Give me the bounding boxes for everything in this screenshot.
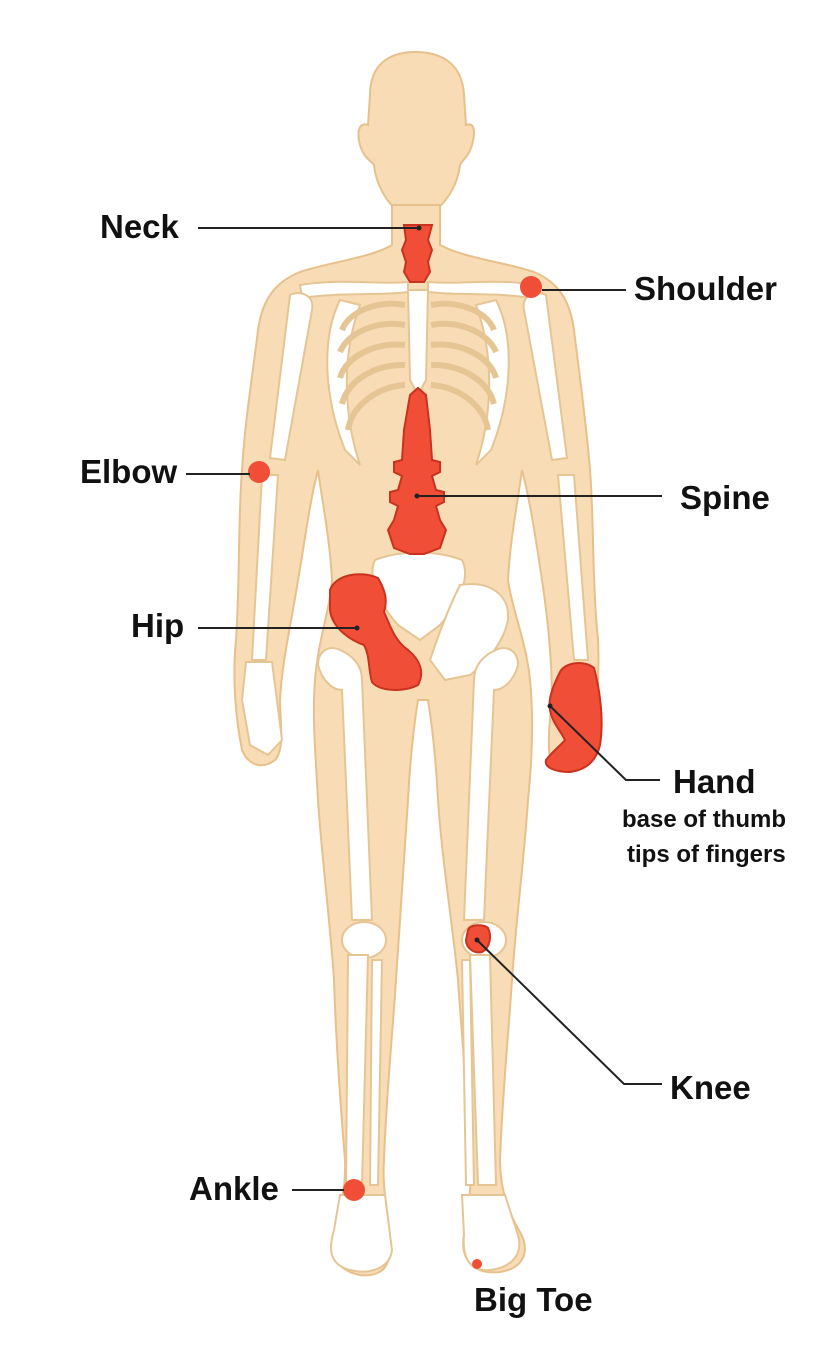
skin-silhouette xyxy=(233,50,600,1277)
label-spine: Spine xyxy=(680,479,770,516)
big-toe-dot xyxy=(472,1259,482,1269)
label-hand: Hand xyxy=(673,763,756,800)
neck-vertebrae xyxy=(400,224,434,283)
affected-joints xyxy=(329,224,603,954)
shoulder-dot xyxy=(520,276,542,298)
label-ankle: Ankle xyxy=(189,1170,279,1207)
ankle-dot xyxy=(343,1179,365,1201)
elbow-dot xyxy=(248,461,270,483)
hip-bone xyxy=(329,573,423,691)
label-hip: Hip xyxy=(131,607,185,644)
label-knee: Knee xyxy=(670,1069,751,1106)
joint-dots xyxy=(248,276,542,1269)
spine-vertebrae xyxy=(386,386,448,555)
knee-leader xyxy=(476,939,662,1085)
label-elbow: Elbow xyxy=(80,453,178,490)
label-shoulder: Shoulder xyxy=(634,270,778,307)
label-hand-detail-1: base of thumb xyxy=(622,806,787,833)
leader-anchor-dots xyxy=(354,225,553,943)
hand-leader xyxy=(549,705,660,781)
leader-lines xyxy=(186,227,662,1191)
label-big-toe: Big Toe xyxy=(474,1281,593,1318)
label-hand-detail-2: tips of fingers xyxy=(627,841,786,868)
label-neck: Neck xyxy=(100,208,179,245)
hand-bones xyxy=(544,662,603,774)
skeleton xyxy=(240,280,590,1273)
